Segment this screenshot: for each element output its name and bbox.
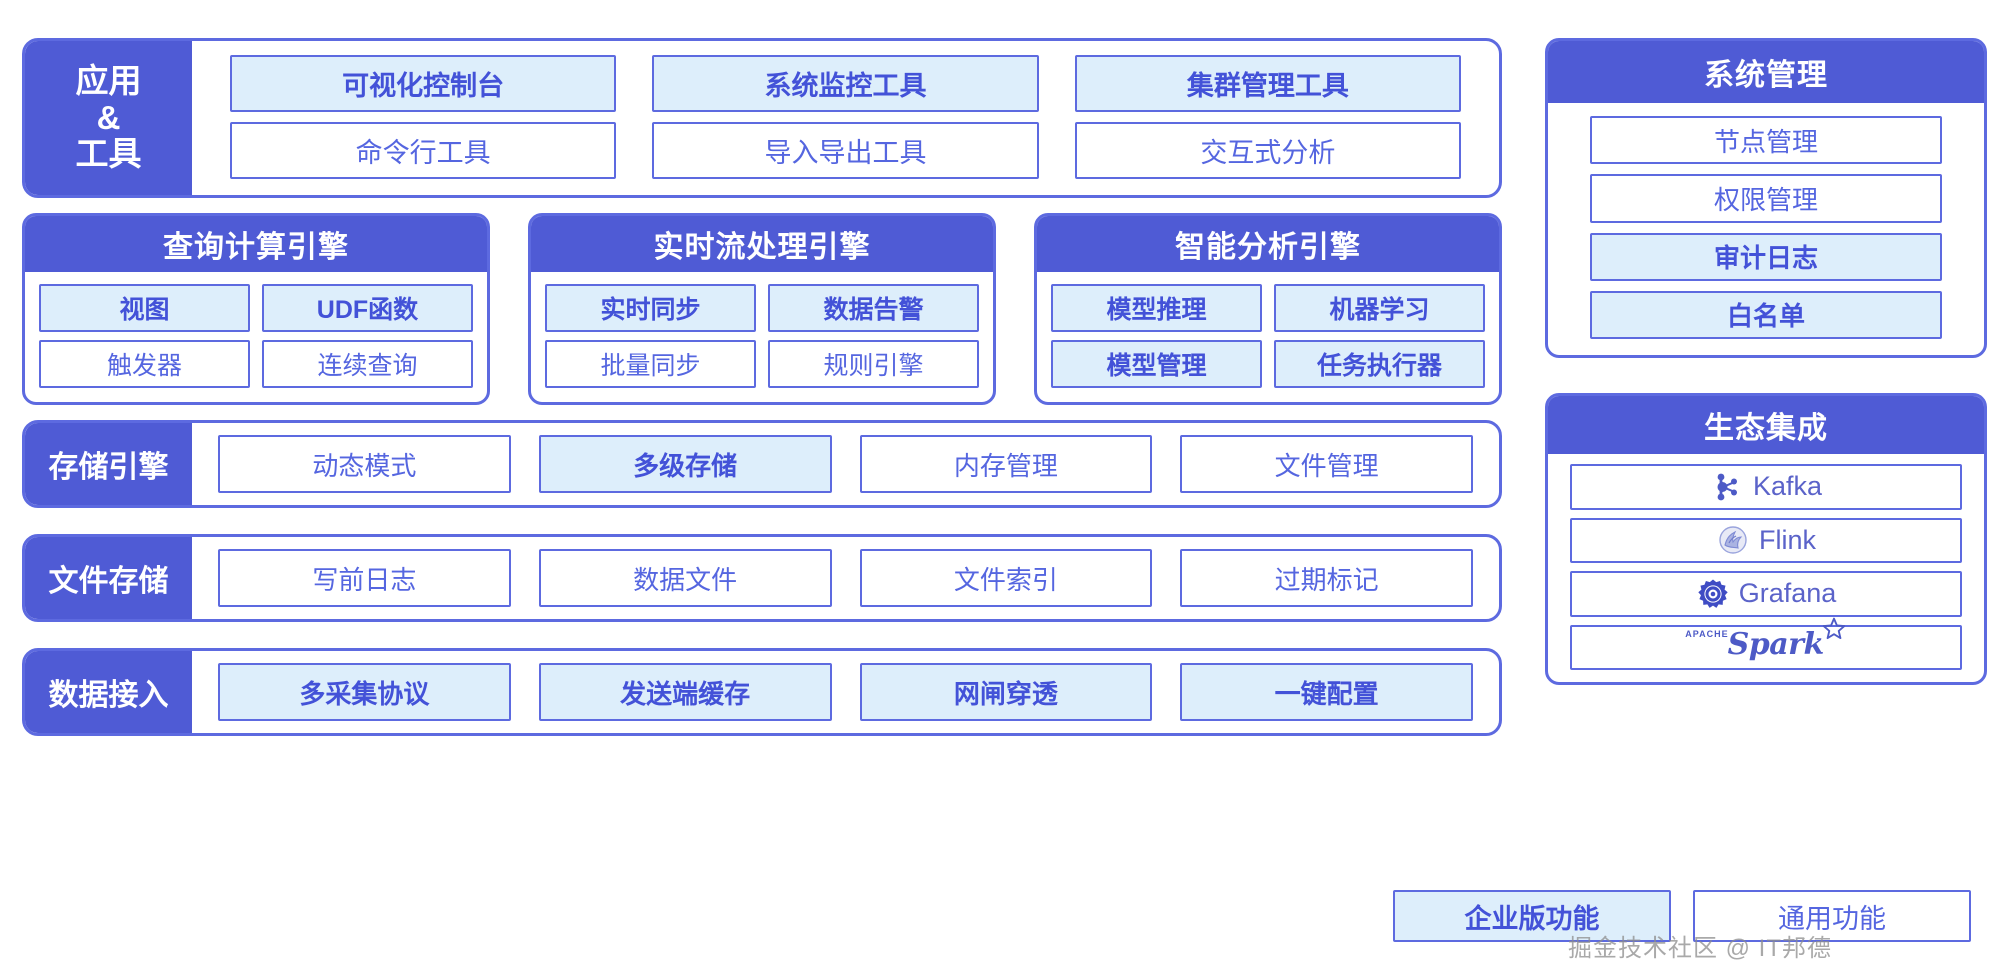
module-tiered-storage[interactable]: 多级存储 [538, 435, 832, 493]
layer-label-line-3: 工具 [75, 135, 142, 173]
module-view[interactable]: 视图 [39, 284, 250, 332]
module-interactive-analysis[interactable]: 交互式分析 [1074, 122, 1461, 179]
module-audit-log[interactable]: 审计日志 [1590, 232, 1942, 281]
engine-panel-intelligent-analysis: 智能分析引擎 模型推理 机器学习 模型管理 任务执行器 [1034, 213, 1502, 405]
module-continuous-query[interactable]: 连续查询 [262, 340, 473, 388]
file-storage-layer: 文件存储 写前日志 数据文件 文件索引 过期标记 [22, 534, 1502, 622]
engine-panel-query-compute: 查询计算引擎 视图 UDF函数 触发器 连续查询 [22, 213, 490, 405]
integration-grafana-label: Grafana [1738, 578, 1837, 609]
layer-label-file-storage: 文件存储 [25, 537, 192, 619]
storage-engine-items: 动态模式 多级存储 内存管理 文件管理 [192, 423, 1499, 505]
flink-logo-icon [1716, 523, 1750, 557]
module-realtime-sync[interactable]: 实时同步 [545, 284, 756, 332]
engine-title-stream-processing: 实时流处理引擎 [531, 216, 993, 272]
application-tools-layer: 应用 & 工具 可视化控制台 系统监控工具 集群管理工具 命令行工具 导入导出工… [22, 38, 1502, 198]
integration-spark-label: Spark [1727, 626, 1825, 662]
module-data-file[interactable]: 数据文件 [538, 549, 832, 607]
ecosystem-integration-title: 生态集成 [1548, 396, 1984, 454]
module-file-management[interactable]: 文件管理 [1180, 435, 1473, 493]
module-task-executor[interactable]: 任务执行器 [1274, 340, 1485, 388]
legend: 企业版功能 通用功能 [1393, 890, 1971, 942]
module-import-export-tool[interactable]: 导入导出工具 [652, 122, 1039, 179]
module-cluster-management-tool[interactable]: 集群管理工具 [1074, 55, 1461, 112]
layer-label-line-1: 应用 [75, 61, 142, 99]
engine-body-intelligent-analysis: 模型推理 机器学习 模型管理 任务执行器 [1037, 272, 1499, 402]
module-node-management[interactable]: 节点管理 [1590, 116, 1942, 165]
integration-grafana[interactable]: Grafana [1570, 571, 1962, 617]
module-udf-function[interactable]: UDF函数 [262, 284, 473, 332]
layer-label-line-2: & [96, 98, 121, 136]
module-dynamic-schema[interactable]: 动态模式 [218, 435, 511, 493]
integration-spark[interactable]: APACHE Spark [1570, 617, 1962, 670]
module-sender-cache[interactable]: 发送端缓存 [538, 663, 832, 721]
module-permission-management[interactable]: 权限管理 [1590, 174, 1942, 223]
system-management-title: 系统管理 [1548, 41, 1984, 103]
module-cli-tool[interactable]: 命令行工具 [230, 122, 617, 179]
module-whitelist[interactable]: 白名单 [1590, 290, 1942, 339]
layer-label-storage-engine: 存储引擎 [25, 423, 192, 505]
system-management-panel: 系统管理 节点管理 权限管理 审计日志 白名单 [1545, 38, 1987, 358]
module-system-monitor-tool[interactable]: 系统监控工具 [652, 55, 1039, 112]
module-file-index[interactable]: 文件索引 [859, 549, 1153, 607]
module-write-ahead-log[interactable]: 写前日志 [218, 549, 511, 607]
application-tools-grid: 可视化控制台 系统监控工具 集群管理工具 命令行工具 导入导出工具 交互式分析 [192, 41, 1499, 195]
module-rule-engine[interactable]: 规则引擎 [768, 340, 979, 388]
module-one-click-config[interactable]: 一键配置 [1180, 663, 1473, 721]
spark-logo-icon [1821, 617, 1847, 643]
module-model-inference[interactable]: 模型推理 [1051, 284, 1262, 332]
module-expiry-marker[interactable]: 过期标记 [1180, 549, 1473, 607]
kafka-logo-icon [1710, 470, 1744, 504]
integration-flink-label: Flink [1758, 524, 1816, 555]
module-trigger[interactable]: 触发器 [39, 340, 250, 388]
module-gatekeeper-traversal[interactable]: 网闸穿透 [859, 663, 1153, 721]
module-model-management[interactable]: 模型管理 [1051, 340, 1262, 388]
ecosystem-integration-panel: 生态集成 [1545, 393, 1987, 685]
layer-label-data-ingestion: 数据接入 [25, 651, 192, 733]
legend-item-general: 通用功能 [1693, 890, 1971, 942]
data-ingestion-items: 多采集协议 发送端缓存 网闸穿透 一键配置 [192, 651, 1499, 733]
layer-label-app-tools: 应用 & 工具 [25, 41, 192, 195]
data-ingestion-layer: 数据接入 多采集协议 发送端缓存 网闸穿透 一键配置 [22, 648, 1502, 736]
engine-body-stream-processing: 实时同步 数据告警 批量同步 规则引擎 [531, 272, 993, 402]
module-data-alert[interactable]: 数据告警 [768, 284, 979, 332]
engines-layer: 查询计算引擎 视图 UDF函数 触发器 连续查询 实时流处理引擎 实时同步 数据… [22, 213, 1502, 405]
watermark: 掘金技术社区 @ IT邦德 [1567, 935, 1833, 962]
module-batch-sync[interactable]: 批量同步 [545, 340, 756, 388]
engine-body-query-compute: 视图 UDF函数 触发器 连续查询 [25, 272, 487, 402]
integration-kafka[interactable]: Kafka [1570, 464, 1962, 510]
module-multi-collection-protocol[interactable]: 多采集协议 [218, 663, 511, 721]
engine-title-query-compute: 查询计算引擎 [25, 216, 487, 272]
integration-flink[interactable]: Flink [1570, 517, 1962, 563]
file-storage-items: 写前日志 数据文件 文件索引 过期标记 [192, 537, 1499, 619]
integration-kafka-label: Kafka [1752, 471, 1823, 502]
ecosystem-integration-items: Kafka Flink [1548, 454, 1984, 682]
engine-title-intelligent-analysis: 智能分析引擎 [1037, 216, 1499, 272]
grafana-logo-icon [1696, 577, 1730, 611]
module-machine-learning[interactable]: 机器学习 [1274, 284, 1485, 332]
module-memory-management[interactable]: 内存管理 [859, 435, 1153, 493]
integration-spark-sublabel: APACHE [1685, 628, 1729, 639]
module-visual-console[interactable]: 可视化控制台 [230, 55, 617, 112]
legend-item-enterprise: 企业版功能 [1393, 890, 1671, 942]
storage-engine-layer: 存储引擎 动态模式 多级存储 内存管理 文件管理 [22, 420, 1502, 508]
engine-panel-stream-processing: 实时流处理引擎 实时同步 数据告警 批量同步 规则引擎 [528, 213, 996, 405]
system-management-items: 节点管理 权限管理 审计日志 白名单 [1548, 103, 1984, 355]
